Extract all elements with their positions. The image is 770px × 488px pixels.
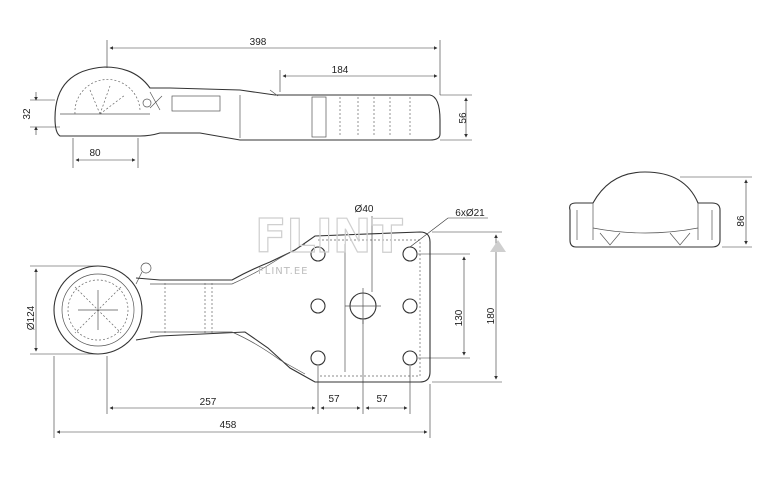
- dim-hole-diameter: Ø40: [355, 204, 374, 215]
- dim-plate-height: 180: [486, 307, 497, 324]
- dim-ball-width: 80: [89, 148, 101, 159]
- plan-view-arm-plate: [135, 231, 431, 383]
- dim-hole-spacing-v: 130: [454, 309, 465, 326]
- dim-total-length: 458: [220, 420, 237, 431]
- dim-overall-length: 398: [250, 37, 267, 48]
- dim-height-right: 56: [458, 112, 469, 124]
- dim-ball-diameter: Ø124: [26, 305, 37, 330]
- top-view-slot: [171, 95, 221, 112]
- top-view-plate-end: [311, 96, 327, 138]
- top-view: 398 184 32 56 80: [22, 37, 472, 168]
- watermark-logo: FLINT: [255, 209, 403, 263]
- side-view: 86: [569, 171, 752, 248]
- dim-hole-pitch-2: 57: [376, 394, 388, 405]
- dim-height-left: 32: [22, 108, 33, 120]
- watermark-subtext: FLINT.EE: [258, 266, 309, 277]
- plan-view: Ø40 6xØ21 Ø124 130 180 257 57 57: [26, 204, 502, 438]
- dim-bolt-holes: 6xØ21: [455, 208, 485, 219]
- dim-hole-pitch-1: 57: [328, 394, 340, 405]
- dim-plate-length: 184: [332, 65, 349, 76]
- top-view-ball-head: [54, 66, 441, 141]
- side-view-body: [569, 171, 721, 248]
- dim-side-height: 86: [736, 215, 747, 227]
- plan-view-bolt-holes: [310, 246, 418, 366]
- flint-watermark: FLINT FLINT.EE: [254, 208, 506, 277]
- dim-ball-to-holes: 257: [200, 397, 217, 408]
